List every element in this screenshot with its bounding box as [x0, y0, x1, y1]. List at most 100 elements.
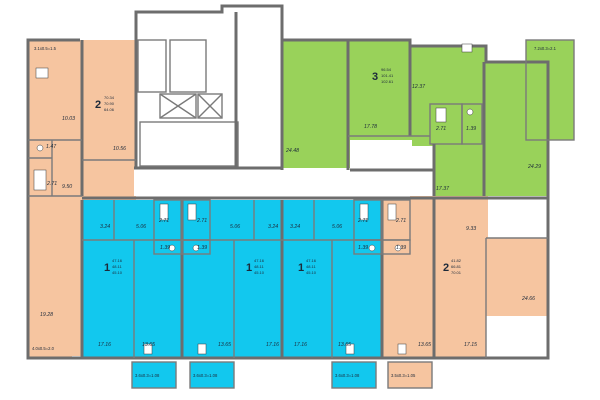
room-area: 2.71: [46, 181, 57, 187]
room-area: 10.03: [62, 116, 75, 122]
balcony-b2-fill: [190, 362, 234, 388]
room-area: 24.66: [521, 296, 535, 302]
apt-label-left: 2 70.34 70.90 64.06: [95, 95, 115, 112]
stair-left-wall: [137, 39, 167, 93]
sink-icon: [35, 67, 49, 79]
room-area: 3.24: [268, 224, 278, 230]
svg-text:2: 2: [95, 99, 101, 111]
balcony-label: 4.0x0.5=2.0: [32, 346, 55, 351]
bathtub-icon: [159, 203, 169, 221]
stair-core: [138, 40, 234, 168]
balcony-b2: [189, 361, 235, 389]
room-area: 13.65: [338, 342, 351, 348]
svg-text:47.16: 47.16: [306, 258, 317, 263]
svg-text:47.16: 47.16: [254, 258, 265, 263]
outer-wall-top-core: [134, 4, 284, 40]
room-area: 1.39: [358, 245, 368, 251]
room-area: 17.78: [364, 124, 377, 130]
apt-label-blue-3: 1 47.16 48.11 45.10: [298, 258, 317, 275]
svg-text:102.61: 102.61: [381, 79, 394, 84]
room-area: 17.37: [436, 186, 450, 192]
room-area: 24.48: [285, 148, 299, 154]
room-area: 17.16: [98, 342, 111, 348]
room-area: 17.16: [266, 342, 279, 348]
apt-label-green: 3 96.54 101.41 102.61: [372, 67, 394, 84]
balcony-label: 3.6x0.3=1.08: [335, 373, 360, 378]
toilet-icon: [36, 144, 44, 152]
apt-label-blue-1: 1 47.16 48.11 45.10: [104, 258, 123, 275]
svg-text:41.82: 41.82: [451, 258, 462, 263]
balcony-bl-fill: [28, 340, 72, 358]
balcony-b3: [331, 361, 377, 389]
balcony-tr-wall: [525, 39, 575, 141]
bathtub-icon: [435, 107, 447, 123]
corridor: [134, 168, 434, 196]
room-area: 1.39: [160, 245, 170, 251]
balcony-label: 3.1x0.5=1.5: [34, 46, 57, 51]
outer-wall-top-left: [26, 38, 82, 360]
lift-2-x2: [197, 93, 223, 119]
sink-icon: [461, 43, 473, 53]
balcony-tl-fill: [28, 40, 80, 54]
room-area: 2.71: [395, 218, 406, 224]
green-balcony-fill: [526, 40, 574, 140]
room-area: 10.56: [113, 146, 126, 152]
apartment-blue-1-fill: [82, 200, 182, 358]
room-area: 1.39: [466, 126, 476, 132]
room-area: 3.24: [290, 224, 300, 230]
outer-wall-top-green: [282, 38, 550, 360]
apartment-left-bottom-fill: [28, 196, 82, 356]
svg-text:47.16: 47.16: [112, 258, 123, 263]
room-area: 13.65: [142, 342, 155, 348]
balcony-label: 7.2x0.3=2.1: [534, 46, 557, 51]
bathtub-icon: [33, 169, 47, 191]
svg-text:66.81: 66.81: [451, 264, 462, 269]
toilet-icon: [192, 244, 200, 252]
lobby: [139, 121, 239, 167]
svg-text:48.11: 48.11: [306, 264, 316, 269]
svg-text:70.01: 70.01: [451, 270, 462, 275]
balcony-label: 3.5x0.3=1.05: [391, 373, 416, 378]
stair-flight: [169, 39, 207, 93]
room-area: 9.50: [62, 184, 72, 190]
bathtub-icon: [387, 203, 397, 221]
svg-text:45.10: 45.10: [306, 270, 317, 275]
apartment-blue-2-fill: [182, 200, 282, 358]
room-area: 9.33: [466, 226, 476, 232]
svg-text:101.41: 101.41: [381, 73, 394, 78]
lift-1: [159, 93, 197, 119]
bathtub-icon: [359, 203, 369, 221]
balcony-label: 3.6x0.3=1.08: [135, 373, 160, 378]
room-area: 5.06: [332, 224, 342, 230]
svg-text:45.10: 45.10: [254, 270, 265, 275]
toilet-icon: [368, 244, 376, 252]
room-area: 17.16: [294, 342, 307, 348]
room-area: 1.39: [396, 245, 406, 251]
apt-label-right: 2 41.82 66.81 70.01: [443, 258, 462, 275]
svg-text:1: 1: [246, 262, 252, 274]
bathtub-icon: [187, 203, 197, 221]
svg-text:70.90: 70.90: [104, 101, 115, 106]
svg-text:48.11: 48.11: [112, 264, 122, 269]
room-area: 2.71: [435, 126, 446, 132]
b2-wc: [181, 239, 211, 255]
room-area: 1.39: [197, 245, 207, 251]
svg-text:96.54: 96.54: [381, 67, 392, 72]
svg-text:1: 1: [104, 262, 110, 274]
room-area: 19.28: [40, 312, 53, 318]
lift-2: [197, 93, 223, 119]
svg-text:45.10: 45.10: [112, 270, 123, 275]
lift-1-x2: [159, 93, 197, 119]
sink-icon: [397, 343, 407, 355]
balcony-b3-fill: [332, 362, 376, 388]
room-area: 13.65: [418, 342, 431, 348]
balcony-b4: [387, 361, 433, 389]
room-area: 17.15: [464, 342, 477, 348]
room-area: 5.06: [136, 224, 146, 230]
room-area: 12.37: [412, 84, 426, 90]
apartment-right-fill: [382, 196, 548, 358]
sink-icon: [143, 343, 153, 355]
toilet-icon: [168, 244, 176, 252]
room-area: 3.24: [100, 224, 110, 230]
